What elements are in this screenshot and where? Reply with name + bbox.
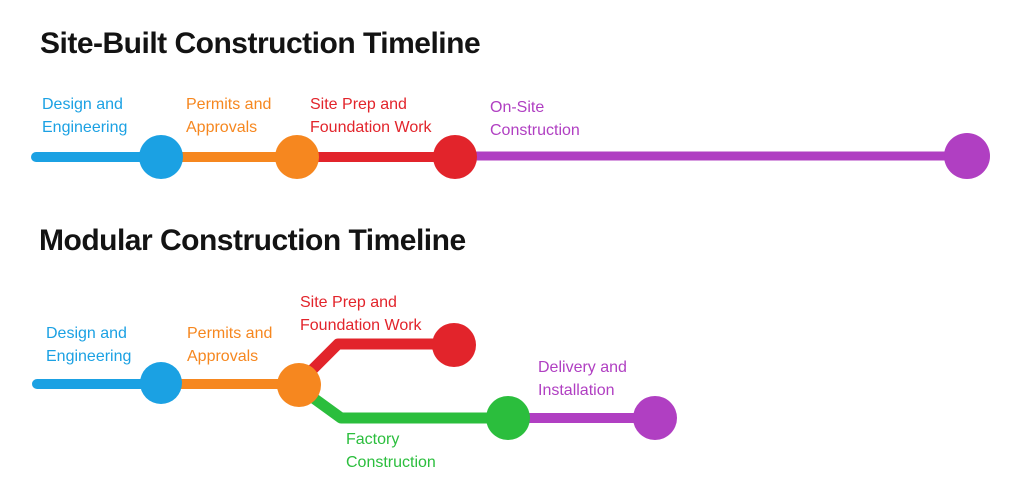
t2-branch-site-prep-foundation: [295, 338, 461, 387]
t1-node-site-prep-foundation: [433, 135, 477, 179]
t1-label-site-prep-foundation: Site Prep and Foundation Work: [310, 96, 432, 136]
t1-label-permits-approvals: Permits and Approvals: [186, 96, 272, 136]
t2-node-design-engineering: [140, 362, 182, 404]
t2-branch-factory-construction: [295, 383, 514, 424]
site-built-timeline-title: Site-Built Construction Timeline: [40, 27, 481, 60]
t1-node-design-engineering: [139, 135, 183, 179]
modular-timeline-title: Modular Construction Timeline: [39, 224, 466, 257]
t2-node-factory-construction: [486, 396, 530, 440]
t2-label-permits-approvals: Permits and Approvals: [187, 325, 273, 365]
t1-label-design-engineering: Design and Engineering: [42, 96, 128, 136]
t2-label-factory-construction: Factory Construction: [346, 431, 436, 471]
t2-label-delivery-installation: Delivery and Installation: [538, 359, 627, 399]
t2-label-design-engineering: Design and Engineering: [46, 325, 132, 365]
t1-node-on-site-construction: [944, 133, 990, 179]
t2-node-permits-approvals: [277, 363, 321, 407]
t2-node-delivery-installation: [633, 396, 677, 440]
timeline-site-built: [31, 133, 990, 179]
timeline-modular: [32, 323, 677, 440]
t1-node-permits-approvals: [275, 135, 319, 179]
t2-label-site-prep-foundation: Site Prep and Foundation Work: [300, 294, 422, 334]
t1-label-on-site-construction: On-Site Construction: [490, 99, 580, 139]
t2-node-site-prep-foundation: [432, 323, 476, 367]
